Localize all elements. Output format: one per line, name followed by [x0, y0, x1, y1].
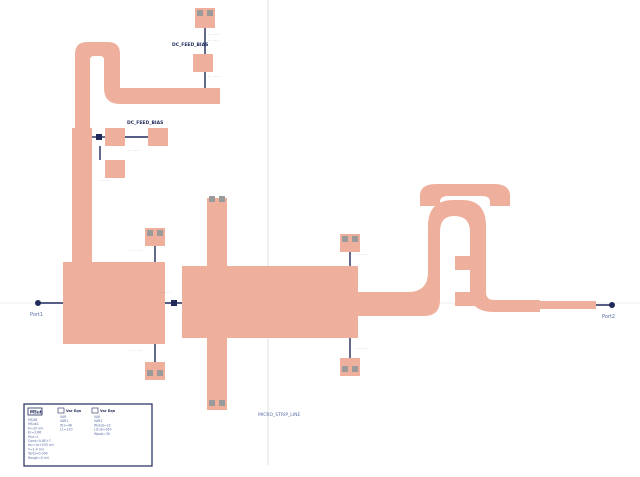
legend-col2-frame	[57, 407, 65, 414]
legend-col3-line: Wpad=30	[94, 432, 110, 436]
param-text-1: · · · · · ·	[208, 33, 220, 37]
legend-col3-line: Wstub=22	[94, 423, 111, 427]
center-body	[182, 266, 358, 338]
via-10	[352, 236, 358, 242]
top-stub-cap-label: DC_FEED_BIAS	[172, 42, 208, 48]
param-text-8: · · · · · ·	[356, 253, 368, 257]
via-2	[207, 10, 213, 16]
legend-col1-line: Hu=1e+033 mil	[28, 443, 54, 447]
legend-col2-line: VAR1	[60, 419, 68, 423]
mid-stub-cap-label: DC_FEED_BIAS	[127, 120, 163, 126]
mid-stub-pad-3	[105, 160, 125, 178]
port-right-label: Port2	[602, 314, 615, 320]
param-text-4: · · · · · ·	[128, 149, 140, 153]
hairpin-square-2	[455, 292, 475, 306]
legend-col2-line: W1=48	[60, 423, 72, 427]
vertical-feed-line	[72, 128, 92, 264]
legend-col1-line: Cond=5.8E+7	[28, 439, 51, 443]
legend-col3-title: Var Eqn	[100, 409, 116, 413]
param-text-3: · · · · · ·	[208, 75, 220, 79]
param-text-2: · · · · ·	[208, 39, 218, 43]
legend-col1-line: Mur=1	[28, 435, 39, 439]
legend-frame	[23, 403, 153, 467]
legend-title-frame	[27, 407, 43, 416]
top-stub-arm	[194, 88, 220, 104]
mid-stub-pad-1	[105, 128, 125, 146]
via-11	[342, 366, 348, 372]
legend-col3-line: VAR2	[94, 419, 102, 423]
via-14	[219, 196, 225, 202]
top-pad-2	[193, 54, 213, 72]
junction-dot	[171, 300, 177, 306]
port-left-symbol	[35, 300, 41, 306]
param-text-6: · · · · · ·	[130, 249, 142, 253]
param-text-9: · · · · · ·	[356, 347, 368, 351]
via-13	[209, 196, 215, 202]
legend-col3-line: VAR	[94, 415, 101, 419]
meander-line	[75, 42, 200, 130]
via-7	[209, 400, 215, 406]
via-9	[342, 236, 348, 242]
legend-col3-line: Lstub=160	[94, 428, 112, 432]
port-left-label: Port1	[30, 312, 43, 318]
legend-col2-line: L1=120	[60, 428, 73, 432]
via-4	[157, 230, 163, 236]
guide-lines	[0, 0, 640, 465]
legend-col3-frame	[91, 407, 99, 414]
hairpin-square-1	[455, 256, 475, 270]
legend-col2-title: Var Eqn	[66, 409, 82, 413]
legend-col1-line: Er=3.66	[28, 431, 41, 435]
legend-col1-line: MSUB	[28, 418, 37, 422]
param-text-5: · · · · ·	[100, 179, 110, 183]
via-8	[219, 400, 225, 406]
via-12	[352, 366, 358, 372]
legend-col1-line: H=20 mil	[28, 426, 43, 430]
param-text-7: · · · · · ·	[130, 349, 142, 353]
via-5	[147, 370, 153, 376]
legend-col2-line: VAR	[60, 415, 67, 419]
stub-junction-dot	[96, 134, 102, 140]
legend-col1-line: T=1.4 mil	[27, 447, 44, 451]
legend-col1-line: TanD=0.004	[27, 452, 48, 456]
via-6	[157, 370, 163, 376]
legend-col1-line: MSub1	[28, 422, 39, 426]
legend-title: MSub	[30, 410, 43, 415]
top-arch	[420, 184, 510, 206]
mid-stub-pad-2	[148, 128, 168, 146]
via-1	[197, 10, 203, 16]
legend-col1-line: Rough=0 mil	[28, 456, 49, 460]
center-annotation-label: MICRO_STRIP_LINE	[258, 412, 300, 418]
param-text-10: · · · · · ·	[158, 291, 170, 295]
left-block	[63, 262, 165, 344]
right-hairpin	[358, 200, 540, 316]
via-3	[147, 230, 153, 236]
port-right-symbol	[609, 302, 615, 308]
right-feed-line	[540, 301, 596, 309]
